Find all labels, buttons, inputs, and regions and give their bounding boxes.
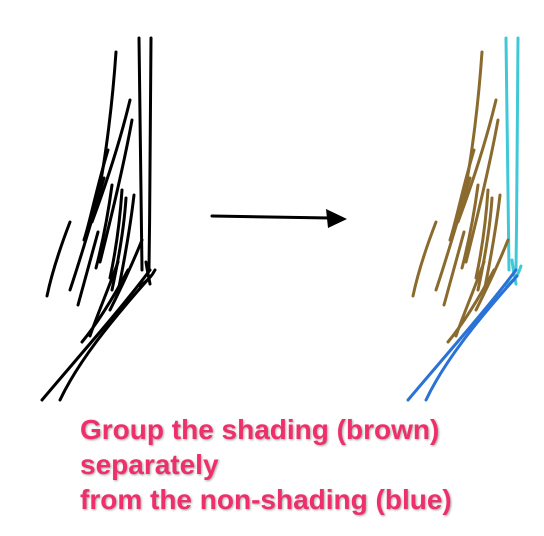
shading-stroke-5 xyxy=(434,176,472,292)
shading-stroke-14 xyxy=(446,268,496,344)
sketch-figure xyxy=(40,36,523,402)
shading-stroke-4 xyxy=(448,148,476,242)
outline-stroke-5 xyxy=(424,274,519,402)
shading-stroke-3 xyxy=(98,118,134,264)
shading-stroke-4 xyxy=(82,148,110,242)
outline-stroke-4 xyxy=(40,268,152,402)
arrow-head xyxy=(326,209,347,228)
shading-stroke-9 xyxy=(476,196,494,292)
shading-stroke-11 xyxy=(442,230,466,307)
outline-stroke-4 xyxy=(406,268,518,402)
shading-stroke-6 xyxy=(45,220,72,298)
shading-stroke-8 xyxy=(108,188,124,280)
caption: Group the shading (brown) separately fro… xyxy=(80,412,540,517)
caption-line-1: Group the shading (brown) xyxy=(80,414,440,445)
shading-stroke-14 xyxy=(80,268,130,344)
shading-stroke-3 xyxy=(464,118,500,264)
outline-stroke-5 xyxy=(58,274,153,402)
outline-stroke-2 xyxy=(514,36,520,270)
shading-stroke-7 xyxy=(94,183,114,270)
shading-group xyxy=(411,50,510,344)
shading-stroke-11 xyxy=(76,230,100,307)
outline-stroke-6 xyxy=(138,268,157,288)
arrow-shaft xyxy=(210,214,332,220)
shading-stroke-9 xyxy=(110,196,128,292)
outline-stroke-2 xyxy=(147,36,153,270)
shading-stroke-5 xyxy=(68,176,106,292)
grouped-sketch xyxy=(406,36,523,402)
outline-stroke-1 xyxy=(504,36,511,272)
outline-stroke-1 xyxy=(137,36,144,272)
shading-stroke-8 xyxy=(474,188,490,280)
caption-line-2: separately xyxy=(80,449,219,480)
non-shading-group xyxy=(504,36,523,288)
caption-line-3: from the non-shading (blue) xyxy=(80,484,452,515)
arrow xyxy=(210,209,347,228)
shading-stroke-6 xyxy=(411,220,438,298)
original-sketch xyxy=(40,36,157,402)
shading-stroke-7 xyxy=(460,183,480,270)
non-shading-group-diagonal xyxy=(406,268,519,402)
